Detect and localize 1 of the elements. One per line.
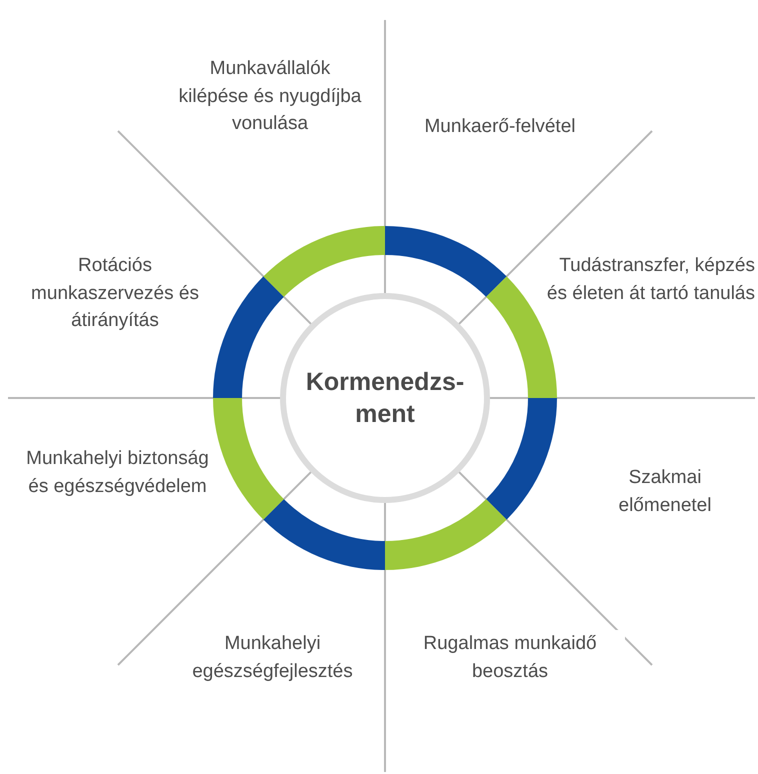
center-title: Kormenedzs- ment: [304, 366, 466, 430]
